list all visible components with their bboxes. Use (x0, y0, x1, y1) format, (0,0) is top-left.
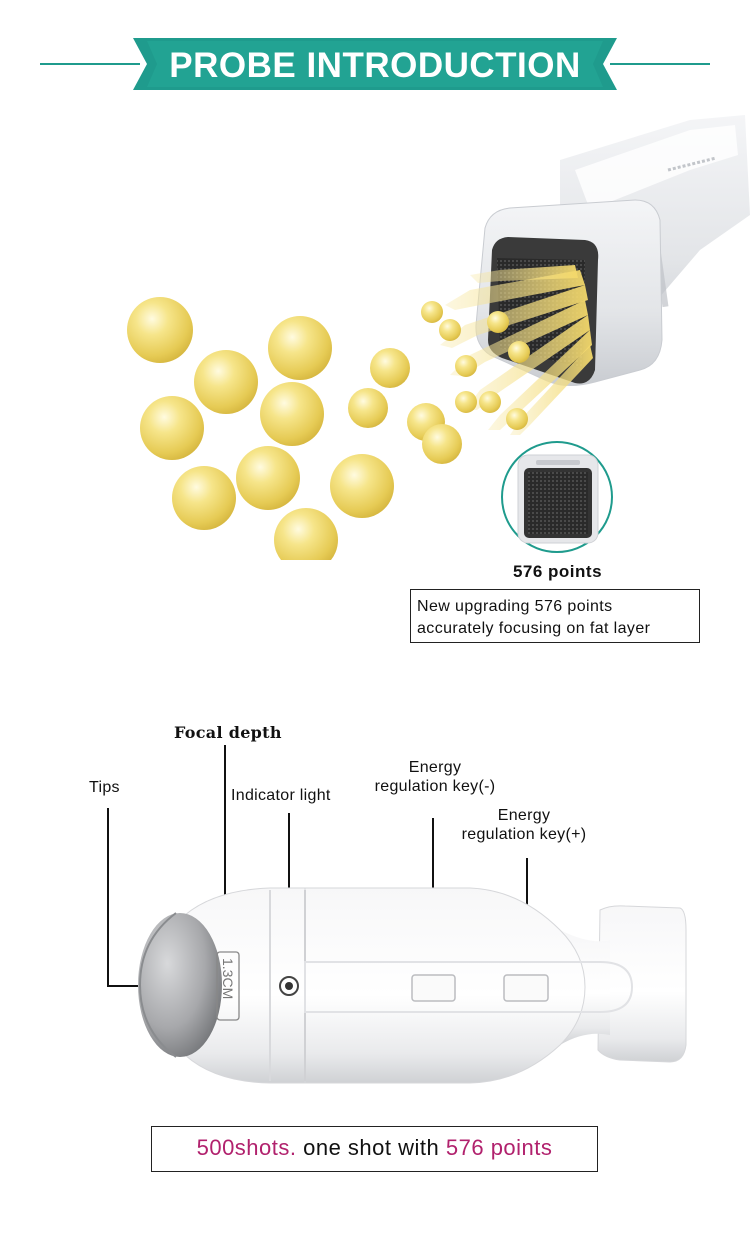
probe-front-section (184, 887, 306, 1084)
cartridge-points-label: 576 points (512, 562, 603, 581)
fat-cell (268, 316, 332, 380)
energy-plus-label: Energy regulation key(+) (450, 806, 598, 844)
shots-statement: 500shots. one shot with 576 points (151, 1126, 598, 1172)
energy-plus-key[interactable] (503, 974, 549, 1002)
fat-cell (194, 350, 258, 414)
focal-depth-marking (216, 951, 240, 1021)
banner-title: PROBE INTRODUCTION (169, 46, 581, 85)
shots-count: 500shots. (196, 1135, 297, 1160)
fat-cell (348, 388, 388, 428)
fat-cell (172, 466, 236, 530)
energy-plus-line-2: regulation key(+) (461, 826, 587, 843)
fat-cell (260, 382, 324, 446)
ultrasound-beams (440, 265, 593, 435)
fat-cell (479, 391, 501, 413)
fat-cell (506, 408, 528, 430)
shots-points: 576 points (445, 1135, 553, 1160)
fat-cells (127, 297, 530, 560)
shots-middle: one shot with (296, 1135, 446, 1160)
fat-cell (455, 391, 477, 413)
banner-line-right (610, 63, 710, 65)
probe-tip (138, 913, 222, 1057)
fat-cell (422, 424, 462, 464)
tips-line (107, 808, 145, 987)
cartridge-closeup (501, 441, 613, 553)
banner-ribbon (133, 38, 617, 90)
indicator-light-label: Indicator light (231, 787, 331, 804)
banner-line-left (40, 63, 140, 65)
fat-cell (487, 311, 509, 333)
probe-rear-end (597, 905, 687, 1063)
energy-minus-label: Energy regulation key(-) (370, 758, 500, 796)
energy-minus-line-2: regulation key(-) (374, 778, 496, 795)
fat-cell (127, 297, 193, 363)
fat-cell (508, 341, 530, 363)
focal-depth-label: Focal depth (174, 723, 282, 742)
probe-illustration: 1.3CM (107, 745, 687, 1084)
fat-cell (236, 446, 300, 510)
fat-cell (140, 396, 204, 460)
energy-minus-line-1: Energy (408, 759, 462, 776)
fat-cell (274, 508, 338, 560)
description-line-1: New upgrading 576 points (417, 598, 613, 615)
fat-cell (330, 454, 394, 518)
description-line-2: accurately focusing on fat layer (417, 620, 651, 637)
energy-minus-key[interactable] (411, 974, 456, 1002)
depth-marking-text: 1.3CM (220, 958, 236, 999)
fat-cell (439, 319, 461, 341)
probe-head-illustration (127, 115, 750, 560)
fat-cell (421, 301, 443, 323)
fat-cell (455, 355, 477, 377)
tips-label: Tips (89, 779, 120, 796)
energy-plus-line-1: Energy (497, 807, 551, 824)
cartridge-description: New upgrading 576 points accurately focu… (410, 589, 700, 643)
fat-cell (370, 348, 410, 388)
